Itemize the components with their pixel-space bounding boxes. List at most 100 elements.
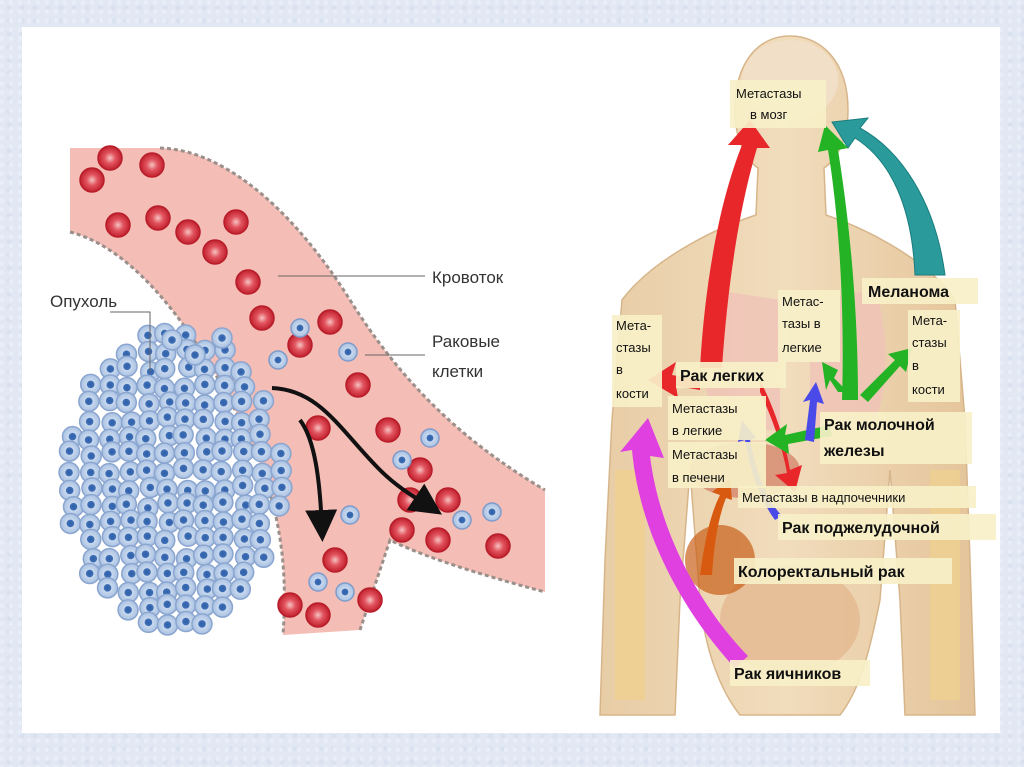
tumor-cell	[156, 614, 179, 636]
svg-text:Рак легких: Рак легких	[680, 368, 764, 385]
right-diagram: Метастазы в мозг Мета- стазы в кости Мет…	[599, 35, 996, 716]
circulating-tumor-cell	[268, 350, 288, 370]
svg-text:в: в	[616, 362, 623, 377]
cancer-cells-label-line1: Раковые	[432, 332, 500, 351]
svg-text:Колоректальный рак: Колоректальный рак	[738, 564, 906, 581]
ovarian-cancer-label-box: Рак яичников	[730, 660, 870, 686]
tumor-cell	[172, 457, 195, 480]
lung-to-brain-arrow	[700, 120, 770, 368]
red-blood-cell	[345, 372, 371, 398]
tumor-cell	[211, 440, 233, 462]
red-blood-cell	[389, 517, 415, 543]
tumor-cell	[211, 577, 234, 600]
cancer-cells-label-line2: клетки	[432, 362, 483, 381]
tumor-cell	[192, 544, 215, 566]
svg-text:Метастазы: Метастазы	[736, 86, 802, 101]
tumor-cell	[191, 613, 213, 635]
circulating-tumor-cell	[335, 582, 355, 602]
svg-text:Рак яичников: Рак яичников	[734, 666, 841, 683]
tumor-cell	[212, 491, 234, 513]
svg-text:легкие: легкие	[782, 340, 822, 355]
circulating-tumor-cell	[340, 505, 360, 525]
cell-path-arrow-2	[298, 418, 338, 542]
breast-to-brain-arrow	[818, 125, 858, 400]
tumor-cell	[156, 593, 178, 616]
tumor-cell	[134, 543, 157, 566]
svg-text:железы: железы	[823, 443, 885, 460]
tumor-cell	[80, 493, 102, 516]
svg-text:кости: кости	[912, 382, 945, 397]
svg-text:в: в	[912, 358, 919, 373]
tumor-cell	[252, 390, 275, 412]
tumor-cell	[248, 493, 270, 516]
red-blood-cell	[97, 145, 123, 171]
tumor-cell	[153, 442, 176, 464]
circulating-tumor-cell	[392, 450, 412, 470]
tumor-cell	[58, 461, 80, 484]
red-blood-cell	[139, 152, 165, 178]
breast-to-lung-arrow	[822, 362, 848, 392]
red-blood-cell	[375, 417, 401, 443]
pancreatic-cancer-label-box: Рак поджелудочной	[778, 514, 996, 540]
tumor-cell	[156, 406, 179, 428]
tumor-cell	[212, 391, 235, 414]
svg-text:кости: кости	[616, 386, 649, 401]
lung-mets-lower-box: Метастазы в легкие	[668, 396, 766, 440]
pancreas-to-lung-arrow	[803, 382, 824, 442]
tumor-cell	[252, 546, 275, 568]
liver-mets-box: Метастазы в печени	[668, 442, 766, 488]
tumor-cell	[230, 390, 253, 413]
colorectal-arrow	[700, 478, 732, 575]
adrenal-mets-box: Метастазы в надпочечники	[738, 486, 976, 508]
red-blood-cell	[317, 309, 343, 335]
tumor-cell	[184, 344, 206, 366]
svg-text:Мета-: Мета-	[616, 318, 651, 333]
melanoma-arrow	[831, 117, 946, 276]
red-blood-cell	[485, 533, 511, 559]
tumor-cell	[268, 495, 290, 517]
red-blood-cell	[249, 305, 275, 331]
tumor-cell	[153, 357, 176, 380]
red-blood-cell	[357, 587, 383, 613]
circulating-tumor-cell	[290, 318, 310, 338]
red-blood-cell	[407, 457, 433, 483]
red-blood-cell	[277, 592, 303, 618]
tumor-leader	[110, 311, 151, 372]
tumor-cell	[210, 460, 232, 483]
tumor-cell	[211, 596, 234, 618]
svg-text:стазы: стазы	[616, 340, 651, 355]
melanoma-label-box: Меланома	[862, 278, 978, 304]
red-blood-cell	[425, 527, 451, 553]
breast-to-bone-arrow	[860, 348, 912, 402]
circulating-tumor-cell	[452, 510, 472, 530]
red-blood-cell	[223, 209, 249, 235]
tumor-cell	[172, 424, 194, 446]
red-blood-cell	[305, 602, 331, 628]
red-blood-cell	[105, 212, 131, 238]
tumor-cell	[192, 408, 215, 431]
svg-text:стазы: стазы	[912, 335, 947, 350]
tumor-cell	[250, 440, 273, 463]
tumor-cell	[231, 474, 254, 497]
red-blood-cell	[322, 547, 348, 573]
svg-text:Метас-: Метас-	[782, 294, 824, 309]
tumor-cell	[249, 529, 272, 551]
tumor-cell	[116, 355, 138, 378]
body-silhouette	[599, 35, 976, 716]
bloodflow-label: Кровоток	[432, 268, 504, 287]
tumor-cell	[157, 492, 179, 514]
breast-cancer-label-box: Рак молочной железы	[820, 412, 972, 464]
red-blood-cell	[145, 205, 171, 231]
tumor-cell	[136, 374, 158, 396]
tumor-cell	[78, 562, 101, 585]
lungs-region	[704, 290, 886, 430]
left-arm-bone	[615, 470, 645, 700]
svg-text:тазы в: тазы в	[782, 316, 821, 331]
brain-mets-box: Метастазы в мозг	[730, 80, 826, 128]
tumor-cell	[136, 561, 158, 583]
circulating-tumor-cell	[482, 502, 502, 522]
tumor-cell	[96, 577, 119, 599]
red-blood-cell	[435, 487, 461, 513]
tumor-mass	[58, 322, 293, 636]
